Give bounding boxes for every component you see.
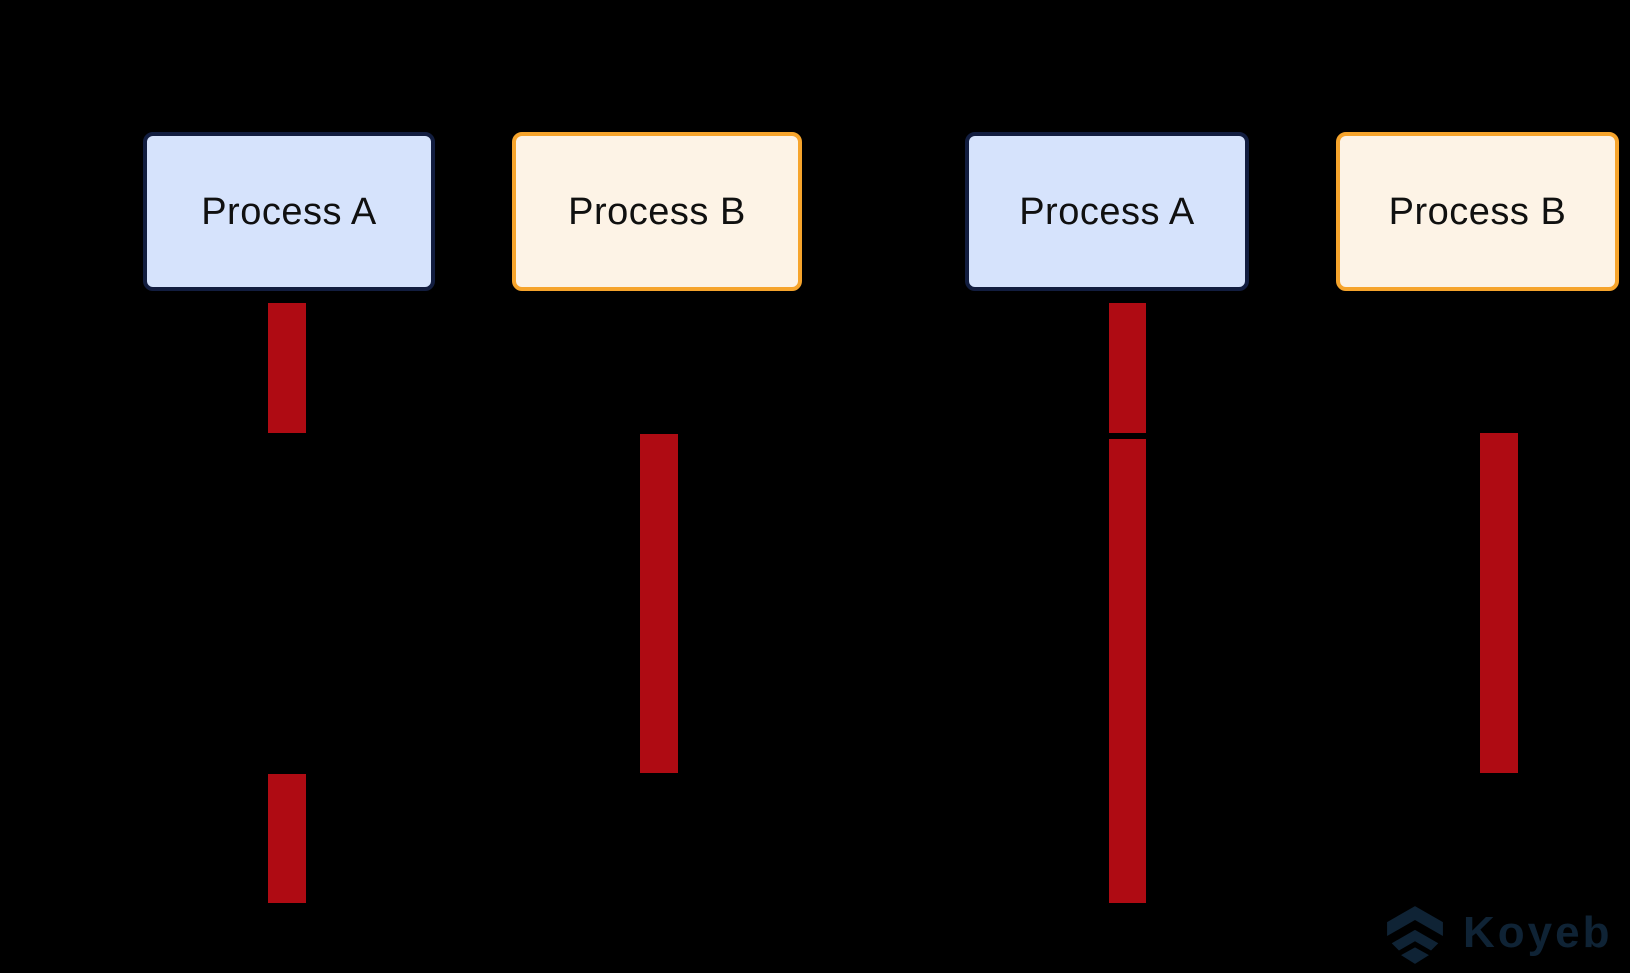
process-b-label: Process B — [568, 190, 746, 233]
process-b-box-right: Process B — [1336, 132, 1619, 291]
process-a-label: Process A — [1019, 190, 1195, 233]
koyeb-chevrons-icon — [1384, 904, 1446, 966]
koyeb-logo: Koyeb — [1384, 903, 1612, 967]
activation-bar-a-second-left — [268, 774, 306, 903]
process-b-box-left: Process B — [512, 132, 802, 291]
activation-bar-b-right — [1480, 433, 1518, 773]
activation-bar-a-first-left — [268, 303, 306, 433]
process-a-label: Process A — [201, 190, 377, 233]
activation-bar-b-left — [640, 434, 678, 773]
process-b-label: Process B — [1388, 190, 1567, 233]
activation-bar-a-first-right — [1109, 303, 1146, 433]
process-a-box-right: Process A — [965, 132, 1249, 291]
process-a-box-left: Process A — [143, 132, 435, 291]
activation-bar-a-second-right — [1109, 439, 1146, 903]
koyeb-wordmark: Koyeb — [1463, 908, 1613, 957]
